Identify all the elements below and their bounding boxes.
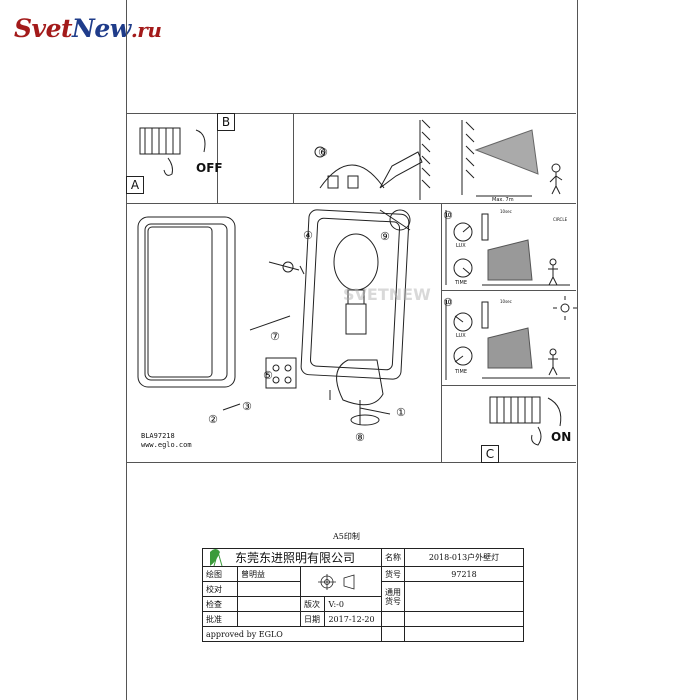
general-label-2: 货号	[385, 596, 401, 606]
screwdriver-1	[268, 261, 305, 275]
switch-off-label: OFF	[196, 161, 223, 175]
detection-zone-2	[487, 327, 533, 369]
general-part-label: 通用货号	[381, 581, 405, 612]
switch-block-a	[139, 127, 181, 155]
switch-block-c	[489, 396, 541, 424]
bracket-arc	[319, 164, 385, 189]
model-website[interactable]: www.eglo.com	[141, 441, 192, 449]
sensor-housing	[336, 359, 384, 406]
version-value: V:-0	[324, 596, 382, 612]
step-10b-marker: ⑩	[443, 296, 453, 309]
grid-line-v1	[217, 113, 218, 203]
approved-by: approved by EGLO	[202, 626, 382, 642]
blank-value	[404, 611, 524, 627]
lamp-back-housing	[300, 209, 410, 380]
detection-zone-top	[474, 129, 539, 175]
print-size-note: A5印制	[333, 532, 360, 541]
detection-zone-1	[487, 239, 533, 281]
switch-on-label: ON	[551, 430, 572, 444]
screwdriver-2	[249, 315, 291, 331]
inspect-label: 检查	[202, 596, 238, 612]
instruction-sheet	[126, 0, 578, 700]
sensor-lux-label-1: LUX	[456, 243, 466, 249]
date-value: 2017-12-20	[324, 611, 382, 627]
sensor-time-label-1: TIME	[455, 280, 468, 286]
step-8-marker: ⑧	[355, 431, 365, 444]
hand-c	[531, 426, 542, 446]
grid-line-v2	[293, 113, 294, 203]
sensor-10sec-1: 10sec	[500, 209, 512, 214]
step-3-marker: ③	[242, 400, 252, 413]
watermark: SVETNEW	[343, 285, 431, 304]
grid-line-mid	[126, 203, 576, 204]
blank-value-2	[404, 626, 524, 642]
logo-part-new: New	[72, 14, 131, 43]
arrow-a	[195, 129, 206, 153]
step-1-marker: ①	[396, 406, 406, 419]
hand-a	[163, 157, 173, 176]
approve-label: 批准	[202, 611, 238, 627]
step-2-marker: ②	[208, 413, 218, 426]
terminal-block	[265, 357, 297, 389]
grid-line-right2	[441, 385, 576, 386]
approve-value	[237, 611, 301, 627]
step-6-marker: ⑥	[318, 146, 328, 159]
panel-label-a: A	[126, 176, 144, 194]
blank-label	[381, 611, 405, 627]
check-value	[237, 581, 301, 597]
version-label: 版次	[299, 596, 326, 612]
sensor-10sec-2: 10sec	[500, 299, 512, 304]
step-5-marker: ⑤	[263, 369, 273, 382]
title-block: 东莞东进照明有限公司 名称 2018-013户外壁灯 绘图 曾明益 货号 972…	[202, 548, 524, 642]
sensor-lux-label-2: LUX	[456, 333, 466, 339]
panel-label-c: C	[481, 445, 499, 463]
drawing-label: 绘图	[202, 566, 238, 582]
panel-label-b: B	[217, 113, 235, 131]
drawing-value: 曾明益	[237, 566, 301, 582]
sensor-time-label-2: TIME	[455, 369, 468, 375]
model-code: BLA97218	[141, 432, 175, 440]
projection-cell	[300, 566, 382, 597]
date-label: 日期	[299, 611, 326, 627]
lamp-side	[379, 151, 423, 189]
grid-line-bottom	[126, 462, 576, 463]
step-9-marker: ⑨	[380, 230, 390, 243]
arrow-c	[547, 397, 562, 427]
step-4-marker: ④	[303, 229, 313, 242]
inspect-value	[237, 596, 301, 612]
part-no-label: 货号	[381, 566, 405, 582]
step-10a-marker: ⑩	[443, 209, 453, 222]
check-label: 校对	[202, 581, 238, 597]
logo-part-svet: Svet	[14, 14, 73, 43]
step-7-marker: ⑦	[270, 330, 280, 343]
blank-label-2	[381, 626, 405, 642]
name-label: 名称	[381, 548, 405, 567]
sensor-circle: CIRCLE	[553, 217, 568, 222]
site-logo[interactable]: SvetNew.ru	[14, 14, 162, 43]
company-name: 东莞东进照明有限公司	[202, 548, 382, 567]
part-no-value: 97218	[404, 566, 524, 582]
logo-part-ru: .ru	[130, 18, 162, 42]
grid-line-right1	[441, 290, 576, 291]
lamp-front-outer	[137, 216, 236, 388]
sensor-max-range: Max. 7m	[492, 197, 514, 203]
lamp-socket	[345, 303, 367, 335]
grid-line-top	[126, 113, 576, 114]
model-info: BLA97218 www.eglo.com	[141, 432, 192, 450]
general-label: 通用	[385, 587, 401, 597]
general-part-value	[404, 581, 524, 612]
name-value: 2018-013户外壁灯	[404, 548, 524, 567]
grid-line-v3	[441, 203, 442, 462]
bulb	[333, 233, 379, 291]
